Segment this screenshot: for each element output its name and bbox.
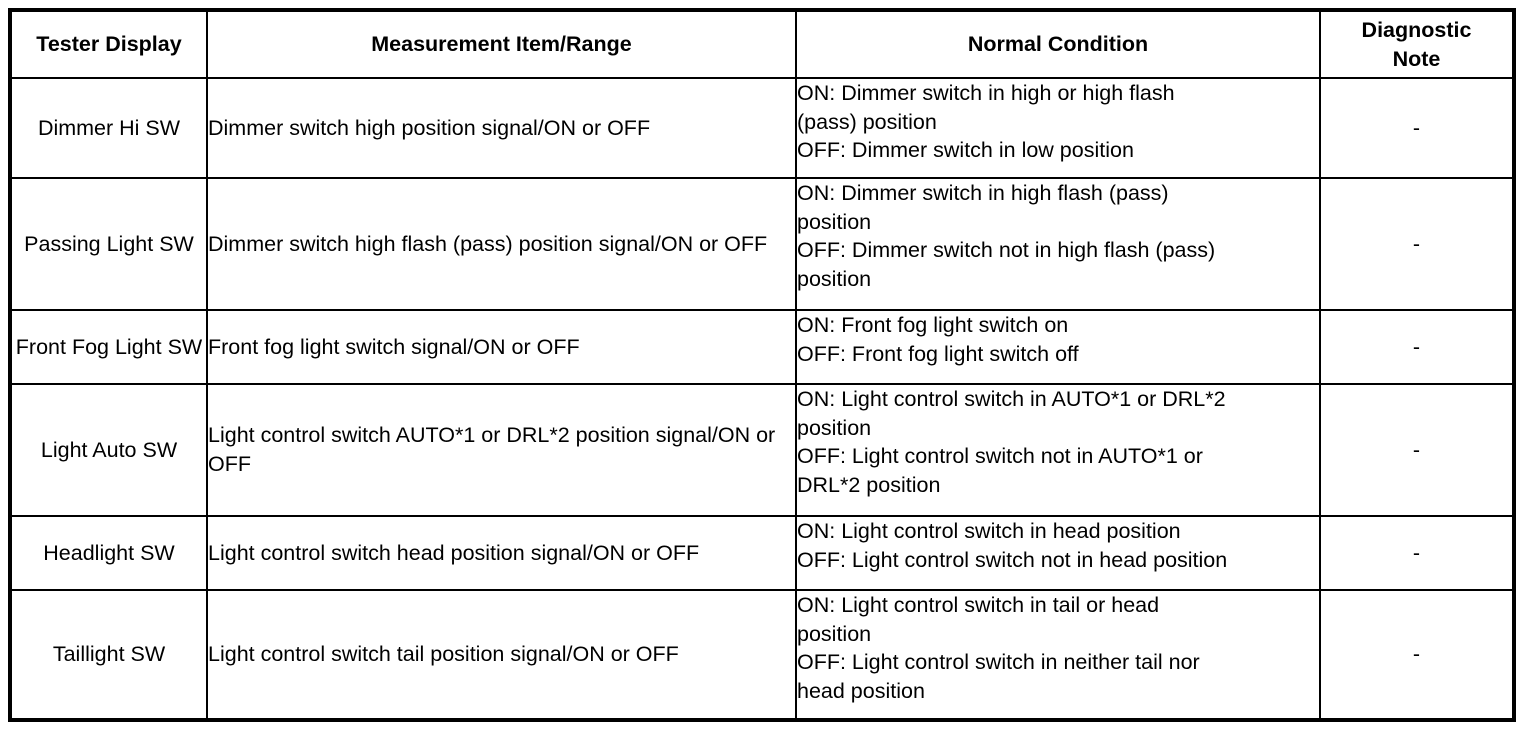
cell-normal-condition: ON: Dimmer switch in high flash (pass) p… xyxy=(795,177,1321,311)
cell-tester-display: Taillight SW xyxy=(9,589,208,721)
column-header-diagnostic-note: Diagnostic Note xyxy=(1319,9,1515,79)
cell-diagnostic-note: - xyxy=(1319,515,1515,591)
normal-condition-line: head position xyxy=(797,678,925,703)
column-header-normal-condition: Normal Condition xyxy=(795,9,1321,79)
cell-measurement-item-range: Light control switch head position signa… xyxy=(206,515,797,591)
table-row: Front Fog Light SW Front fog light switc… xyxy=(9,309,1515,385)
cell-tester-display: Headlight SW xyxy=(9,515,208,591)
normal-condition-line: ON: Light control switch in AUTO*1 or DR… xyxy=(797,387,1226,411)
normal-condition-line: ON: Light control switch in tail or head xyxy=(797,593,1160,617)
cell-normal-condition: ON: Dimmer switch in high or high flash … xyxy=(795,77,1321,179)
column-header-diagnostic-note-line2: Note xyxy=(1392,46,1441,71)
normal-condition-line: OFF: Dimmer switch in low position xyxy=(797,138,1134,163)
spec-table-container: Tester Display Measurement Item/Range No… xyxy=(8,8,1516,722)
table-row: Taillight SW Light control switch tail p… xyxy=(9,589,1515,721)
cell-tester-display: Dimmer Hi SW xyxy=(9,77,208,179)
normal-condition-line: OFF: Light control switch in neither tai… xyxy=(797,650,1200,675)
normal-condition-line: OFF: Light control switch not in AUTO*1 … xyxy=(797,444,1203,469)
cell-normal-condition: ON: Light control switch in tail or head… xyxy=(795,589,1321,721)
normal-condition-line: ON: Light control switch in head positio… xyxy=(797,519,1181,543)
normal-condition-line: position xyxy=(797,415,872,440)
normal-condition-line: position xyxy=(797,266,872,291)
column-header-diagnostic-note-line1: Diagnostic xyxy=(1361,17,1472,42)
cell-diagnostic-note: - xyxy=(1319,77,1515,179)
column-header-tester-display: Tester Display xyxy=(9,9,208,79)
cell-measurement-item-range: Light control switch AUTO*1 or DRL*2 pos… xyxy=(206,383,797,517)
column-header-measurement-item-range: Measurement Item/Range xyxy=(206,9,797,79)
normal-condition-line: OFF: Dimmer switch not in high flash (pa… xyxy=(797,238,1216,263)
table-header: Tester Display Measurement Item/Range No… xyxy=(9,9,1515,79)
cell-measurement-item-range: Front fog light switch signal/ON or OFF xyxy=(206,309,797,385)
table-body: Dimmer Hi SW Dimmer switch high position… xyxy=(9,77,1515,721)
table-row: Passing Light SW Dimmer switch high flas… xyxy=(9,177,1515,311)
table-header-row: Tester Display Measurement Item/Range No… xyxy=(9,9,1515,79)
cell-diagnostic-note: - xyxy=(1319,383,1515,517)
tester-display-spec-table: Tester Display Measurement Item/Range No… xyxy=(8,8,1516,722)
table-row: Light Auto SW Light control switch AUTO*… xyxy=(9,383,1515,517)
normal-condition-line: position xyxy=(797,621,872,646)
normal-condition-line: OFF: Front fog light switch off xyxy=(797,341,1079,366)
cell-normal-condition: ON: Light control switch in head positio… xyxy=(795,515,1321,591)
cell-measurement-item-range: Dimmer switch high position signal/ON or… xyxy=(206,77,797,179)
table-row: Dimmer Hi SW Dimmer switch high position… xyxy=(9,77,1515,179)
cell-measurement-item-range: Light control switch tail position signa… xyxy=(206,589,797,721)
cell-diagnostic-note: - xyxy=(1319,309,1515,385)
normal-condition-line: ON: Dimmer switch in high flash (pass) xyxy=(797,181,1169,205)
normal-condition-line: DRL*2 position xyxy=(797,472,941,497)
normal-condition-line: ON: Dimmer switch in high or high flash xyxy=(797,81,1175,105)
cell-tester-display: Front Fog Light SW xyxy=(9,309,208,385)
cell-diagnostic-note: - xyxy=(1319,589,1515,721)
normal-condition-line: (pass) position xyxy=(797,109,937,134)
cell-tester-display: Light Auto SW xyxy=(9,383,208,517)
table-row: Headlight SW Light control switch head p… xyxy=(9,515,1515,591)
cell-tester-display: Passing Light SW xyxy=(9,177,208,311)
normal-condition-line: ON: Front fog light switch on xyxy=(797,313,1069,337)
cell-measurement-item-range: Dimmer switch high flash (pass) position… xyxy=(206,177,797,311)
normal-condition-line: position xyxy=(797,209,872,234)
cell-normal-condition: ON: Light control switch in AUTO*1 or DR… xyxy=(795,383,1321,517)
cell-diagnostic-note: - xyxy=(1319,177,1515,311)
normal-condition-line: OFF: Light control switch not in head po… xyxy=(797,547,1228,572)
cell-normal-condition: ON: Front fog light switch on OFF: Front… xyxy=(795,309,1321,385)
